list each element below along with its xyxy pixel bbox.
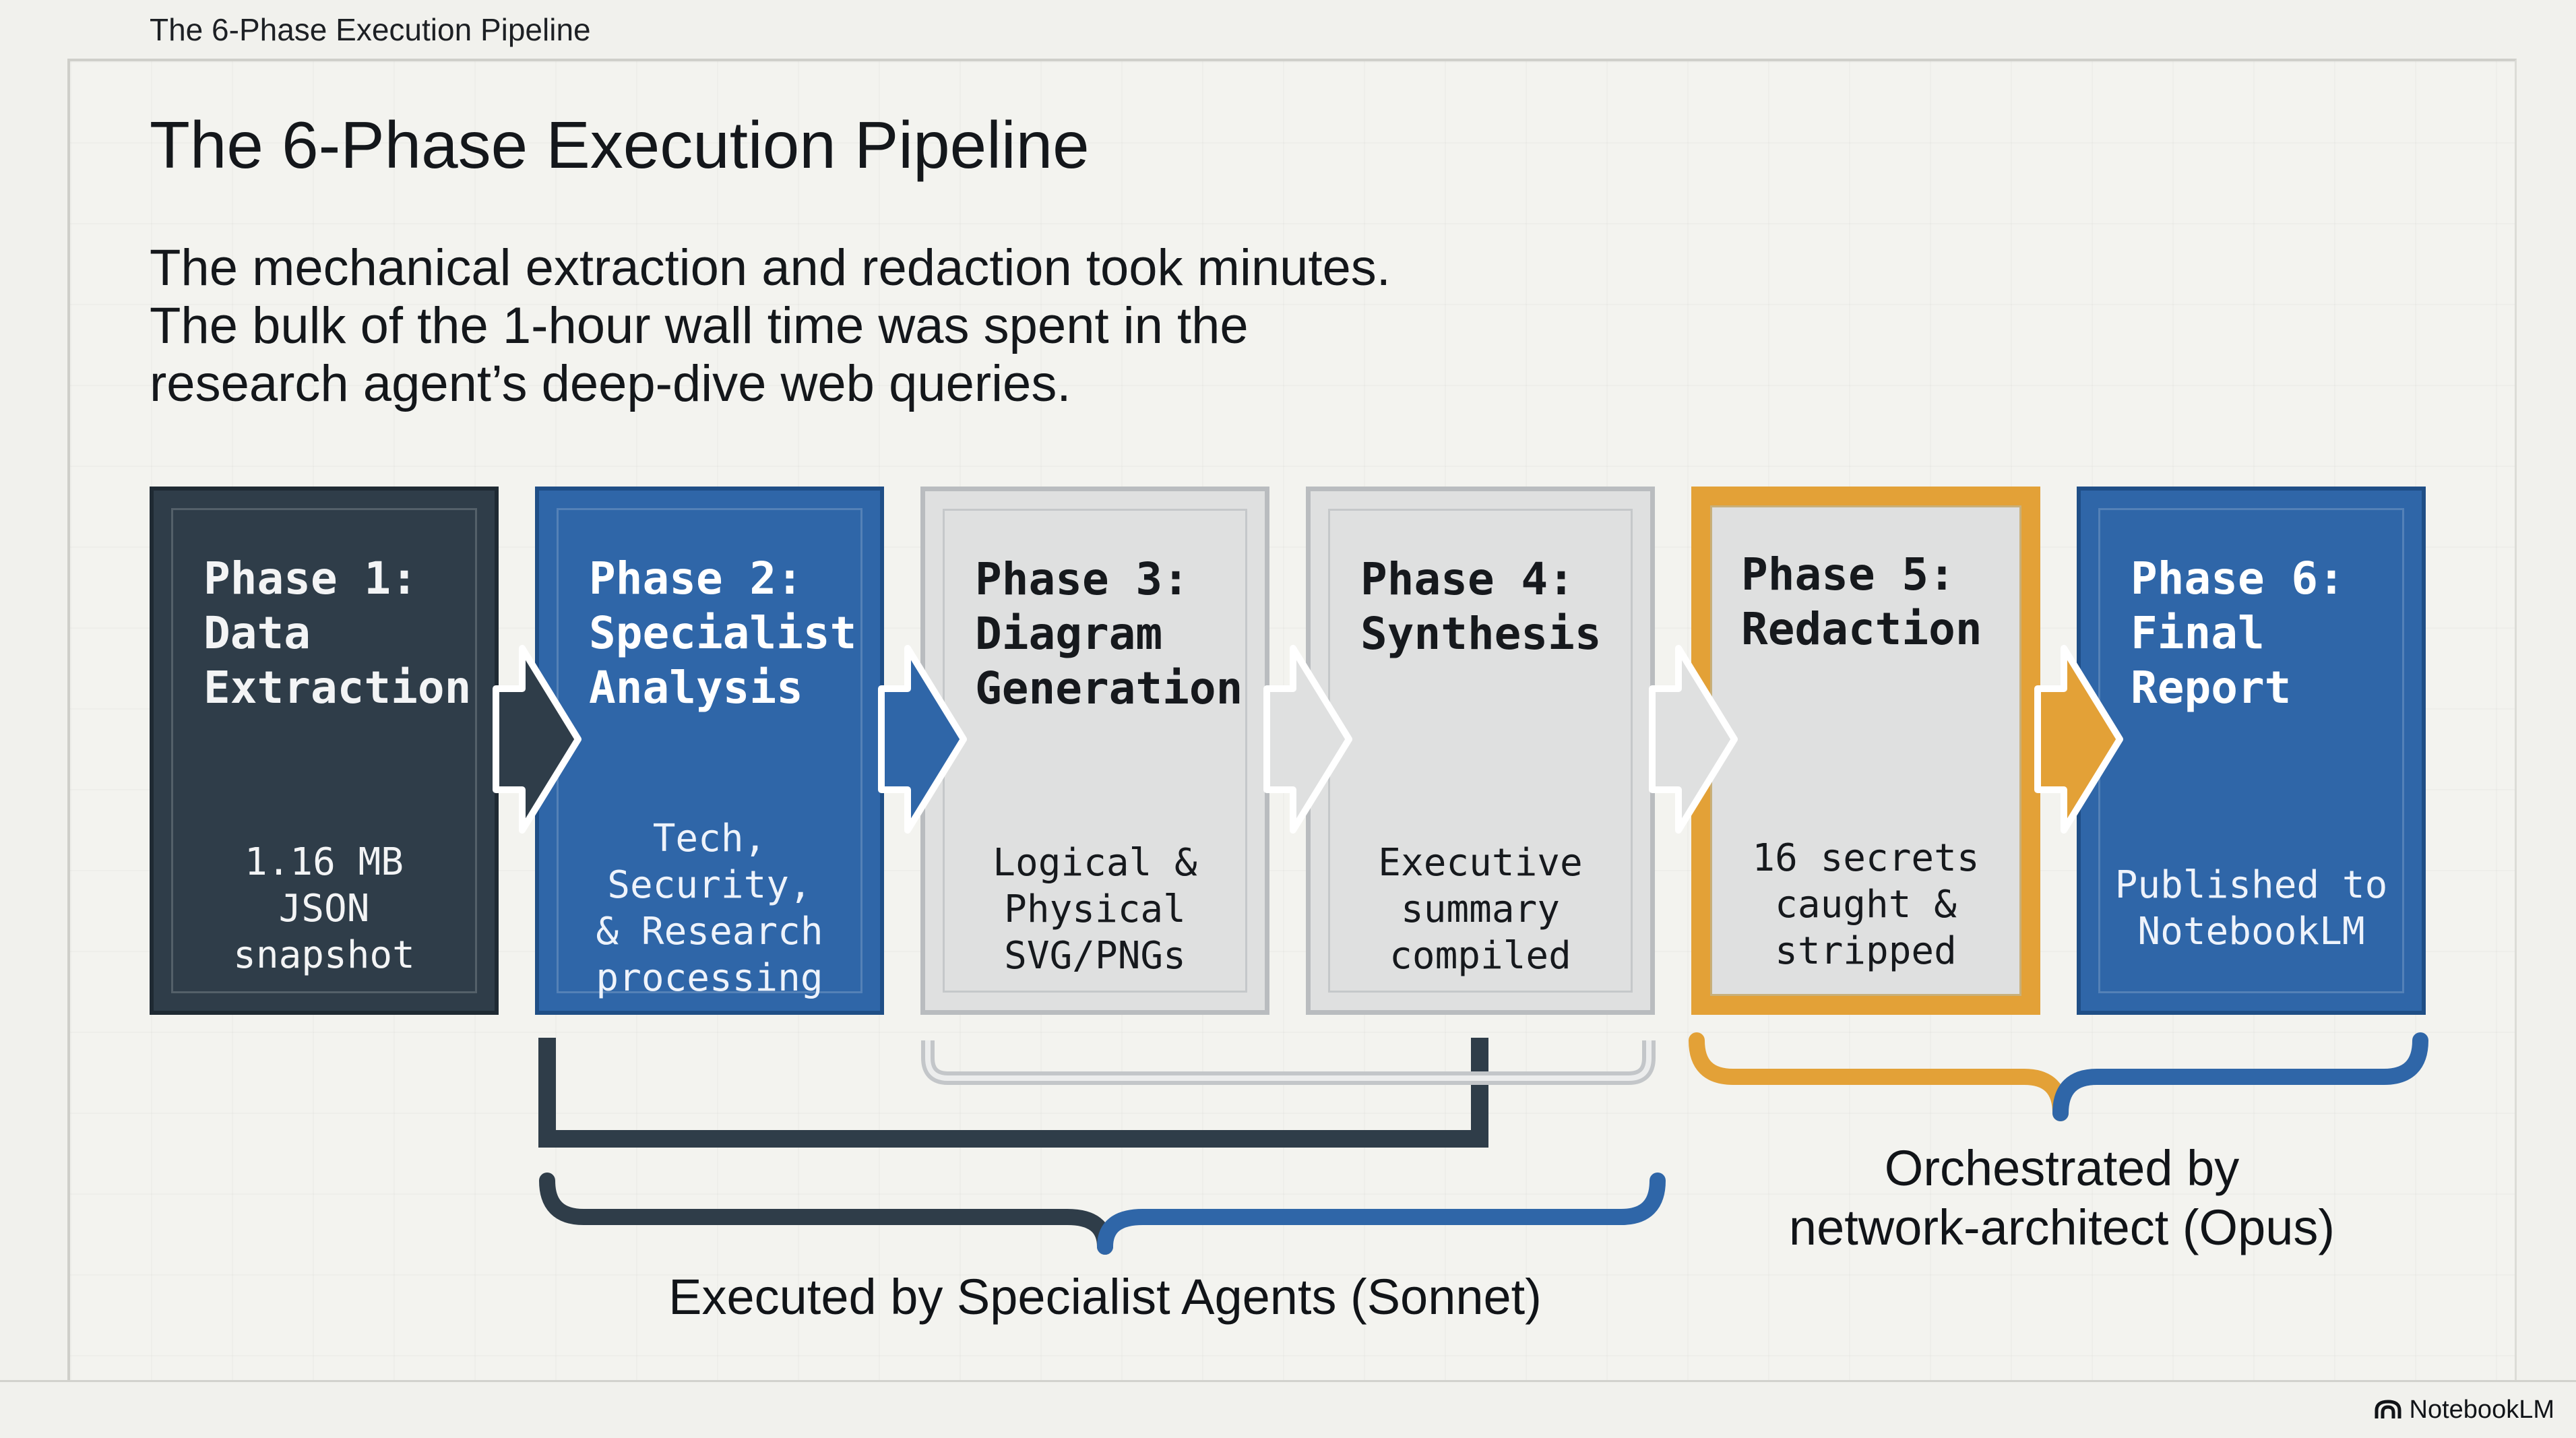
phase-card-inner-frame xyxy=(1710,505,2021,996)
phase-card-6: Phase 6: Final Report Published to Noteb… xyxy=(2077,487,2426,1015)
phase-card-inner-frame xyxy=(171,508,477,993)
brand-label: NotebookLM xyxy=(2409,1395,2554,1424)
phase-detail: 1.16 MB JSON snapshot xyxy=(233,840,415,977)
window-title: The 6-Phase Execution Pipeline xyxy=(150,12,591,47)
phase-detail: Executive summary compiled xyxy=(1378,840,1583,978)
phase-detail: Published to NotebookLM xyxy=(2114,863,2388,954)
slide-subtitle: The mechanical extraction and redaction … xyxy=(150,239,1391,412)
phase-card-1: Phase 1: Data Extraction 1.16 MB JSON sn… xyxy=(150,487,499,1015)
phase-detail: Tech, Security, & Research processing xyxy=(596,817,823,1000)
orchestrator-label: Orchestrated by network-architect (Opus) xyxy=(1788,1140,2335,1255)
specialist-agents-label: Executed by Specialist Agents (Sonnet) xyxy=(668,1269,1542,1325)
phase-title: Phase 6: Final Report xyxy=(2131,553,2345,714)
footer-divider xyxy=(0,1380,2576,1382)
phase-card-3: Phase 3: Diagram Generation Logical & Ph… xyxy=(920,487,1269,1015)
phase-card-2: Phase 2: Specialist Analysis Tech, Secur… xyxy=(535,487,884,1015)
phase-title: Phase 3: Diagram Generation xyxy=(975,553,1243,714)
phase-card-4: Phase 4: Synthesis Executive summary com… xyxy=(1306,487,1655,1015)
phase-title: Phase 2: Specialist Analysis xyxy=(589,553,857,714)
phase-title: Phase 4: Synthesis xyxy=(1360,553,1602,660)
phase-card-5: Phase 5: Redaction 16 secrets caught & s… xyxy=(1691,487,2040,1015)
phase-title: Phase 1: Data Extraction xyxy=(203,553,472,714)
brand-badge: NotebookLM xyxy=(2375,1391,2554,1429)
phase-title: Phase 5: Redaction xyxy=(1741,549,1982,655)
phase-detail: 16 secrets caught & stripped xyxy=(1752,836,1980,973)
slide-title: The 6-Phase Execution Pipeline xyxy=(150,108,1090,182)
notebooklm-logo-icon xyxy=(2375,1400,2401,1418)
phase-detail: Logical & Physical SVG/PNGs xyxy=(993,840,1197,978)
